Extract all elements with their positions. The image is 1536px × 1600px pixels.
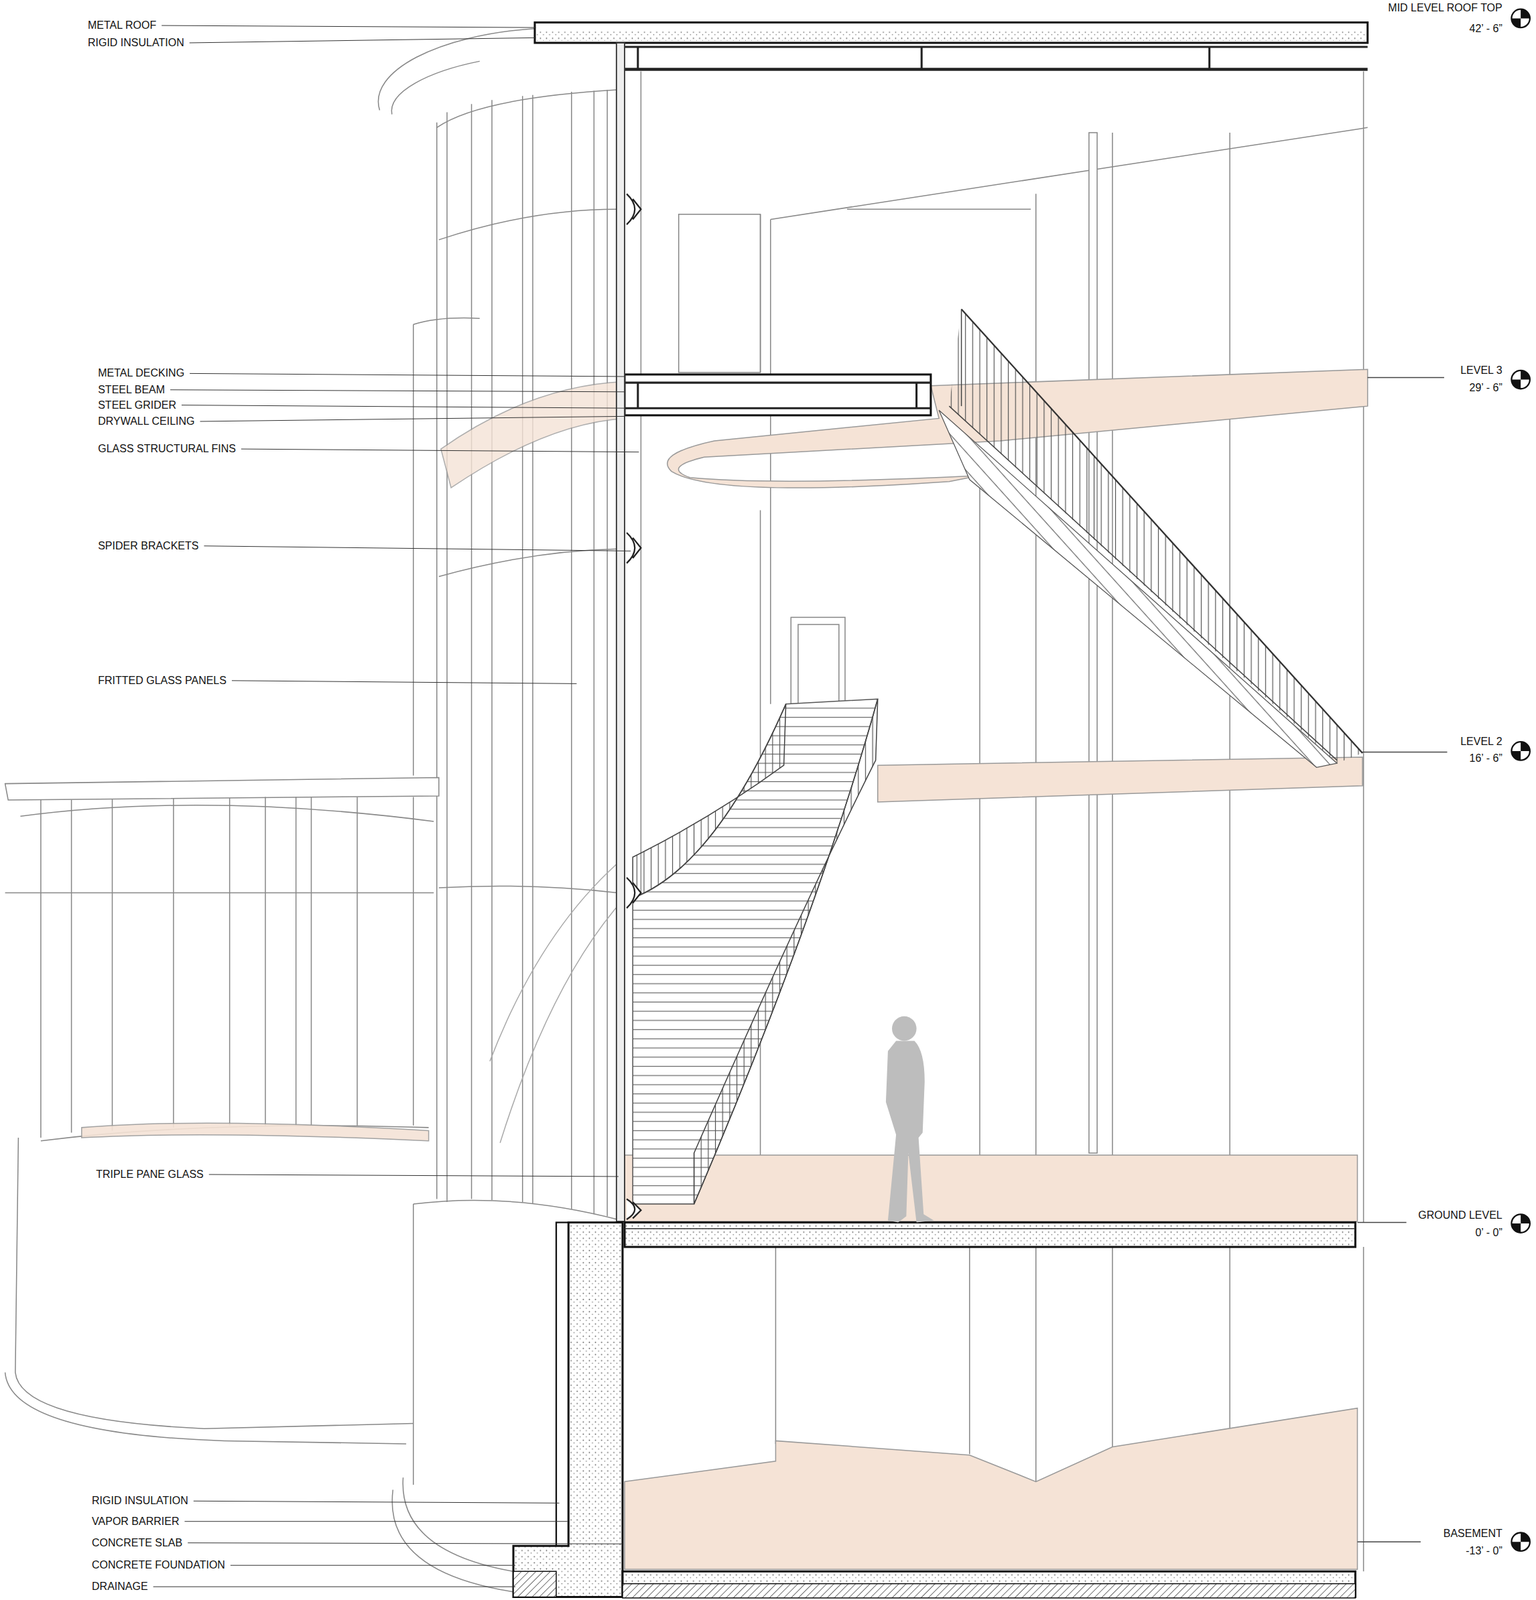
callout-label: DRAINAGE	[91, 1580, 149, 1594]
level-label: 29’ - 6”	[1469, 381, 1503, 395]
callout-label: STEEL GRIDER	[97, 398, 177, 413]
callout-label: METAL ROOF	[87, 18, 157, 33]
level-label: LEVEL 2	[1460, 735, 1503, 749]
leader-line	[189, 373, 625, 377]
callout-label: RIGID INSULATION	[87, 36, 185, 50]
leader-line	[184, 1521, 567, 1522]
callout-label: VAPOR BARRIER	[91, 1515, 179, 1529]
leader-line	[241, 449, 639, 453]
leader-line	[200, 416, 625, 422]
callout-label: DRYWALL CEILING	[97, 414, 195, 429]
leader-line	[170, 390, 625, 393]
callout-label: CONCRETE FOUNDATION	[91, 1558, 226, 1573]
callout-label: STEEL BEAM	[97, 383, 165, 397]
callout-label: SPIDER BRACKETS	[97, 539, 199, 553]
callout-label: GLASS STRUCTURAL FINS	[97, 442, 236, 456]
callout-label: RIGID INSULATION	[91, 1494, 189, 1508]
leader-line	[193, 1501, 560, 1504]
level-label: BASEMENT	[1443, 1527, 1503, 1541]
leader-line	[161, 25, 536, 28]
leader-line	[153, 1586, 516, 1588]
level-label: 42’ - 6”	[1469, 22, 1503, 36]
leader-line	[209, 1174, 619, 1177]
leader-line	[181, 405, 625, 409]
level-label: 16’ - 6”	[1469, 751, 1503, 766]
level-label: -13’ - 0”	[1465, 1544, 1503, 1559]
leader-line	[203, 546, 631, 552]
level-label: LEVEL 3	[1460, 363, 1503, 378]
callout-label: METAL DECKING	[97, 366, 185, 380]
leader-line	[231, 680, 578, 685]
leader-line	[189, 37, 537, 43]
level-label: 0’ - 0”	[1475, 1226, 1502, 1240]
level-label: MID LEVEL ROOF TOP	[1387, 1, 1502, 15]
leader-line	[187, 1543, 623, 1545]
level-label: GROUND LEVEL	[1418, 1208, 1502, 1223]
callout-label: FRITTED GLASS PANELS	[97, 674, 227, 688]
callout-label: CONCRETE SLAB	[91, 1536, 183, 1551]
callout-label: TRIPLE PANE GLASS	[95, 1168, 204, 1182]
leader-line	[230, 1565, 516, 1567]
